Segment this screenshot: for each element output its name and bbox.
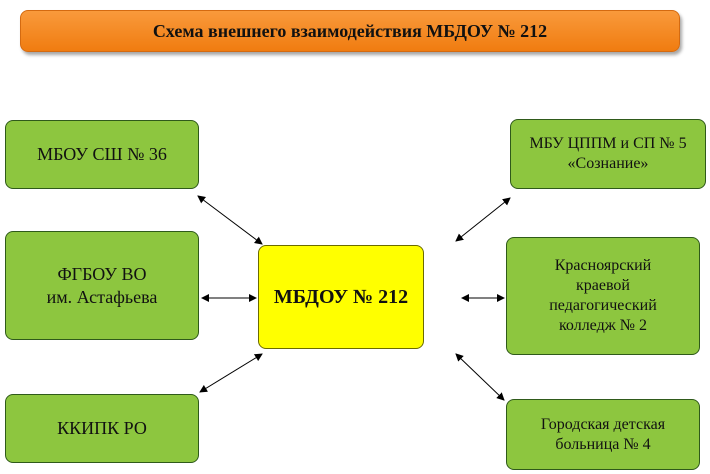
arrow-school-36 [197,195,263,245]
node-center-mbdou: МБДОУ № 212 [258,245,424,349]
node-hospital: Городская детская больница № 4 [506,399,700,470]
node-college: Красноярский краевой педагогический колл… [506,237,700,355]
node-school-36: МБОУ СШ № 36 [5,120,199,189]
node-school-36-label: МБОУ СШ № 36 [37,144,167,165]
diagram-title: Схема внешнего взаимодействия МБДОУ № 21… [20,10,680,52]
node-college-label: Красноярский краевой педагогический колл… [549,257,657,334]
node-mbu-cppm-label: МБУ ЦППМ и СП № 5 «Сознание» [529,135,687,172]
arrow-hospital [455,353,505,401]
node-fgbou-label: ФГБОУ ВО им. Астафьева [46,264,158,307]
node-kkipk-label: ККИПК РО [57,418,147,439]
node-kkipk: ККИПК РО [5,394,199,463]
arrow-kkipk [199,353,263,393]
arrow-mbu-cppm [455,197,511,242]
node-fgbou: ФГБОУ ВО им. Астафьева [5,231,199,340]
node-center-label: МБДОУ № 212 [273,285,409,308]
node-hospital-label: Городская детская больница № 4 [540,415,666,453]
node-mbu-cppm: МБУ ЦППМ и СП № 5 «Сознание» [510,119,706,189]
